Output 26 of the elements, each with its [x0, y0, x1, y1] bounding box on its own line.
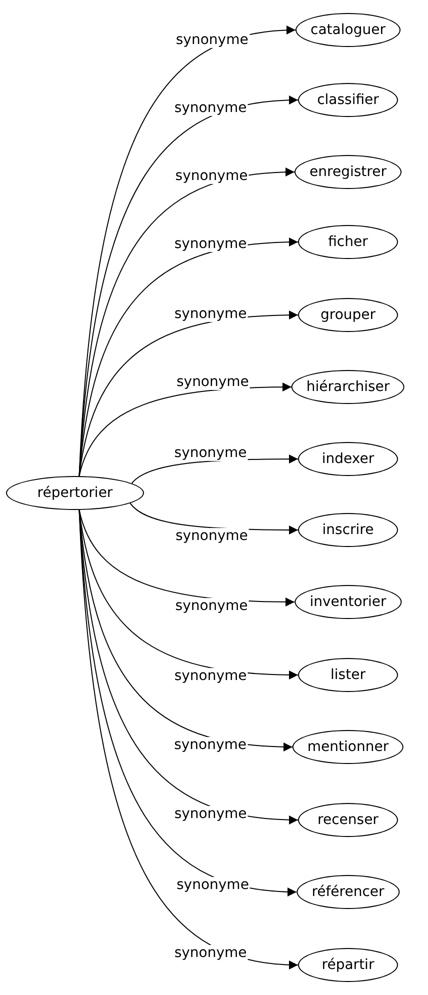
arrow — [78, 509, 297, 896]
edge-label: synonyme — [173, 668, 248, 684]
word-ellipse: inventorier — [294, 585, 402, 619]
edge-label: synonyme — [173, 737, 248, 754]
word-ellipse: hiérarchiser — [291, 370, 405, 404]
word-ellipse: cataloguer — [296, 13, 400, 47]
word-ellipse: recenser — [298, 803, 398, 837]
word-ellipse: référencer — [296, 875, 400, 909]
word-ellipse: classifier — [298, 83, 398, 117]
edge-label: synonyme — [176, 876, 250, 893]
word-ellipse: lister — [298, 658, 398, 692]
word-ellipse: répertorier — [6, 476, 144, 510]
arrow — [78, 509, 298, 969]
word-ellipse: enregistrer — [294, 155, 402, 189]
word-ellipse: répartir — [298, 948, 398, 982]
edge-label: synonyme — [174, 32, 250, 48]
word-ellipse: indexer — [298, 442, 398, 476]
edge-label: synonyme — [173, 806, 248, 822]
edge-label: synonyme — [174, 598, 249, 614]
word-ellipse: grouper — [298, 298, 398, 332]
arrow — [78, 26, 296, 477]
word-ellipse: mentionner — [292, 730, 404, 764]
word-ellipse: inscrire — [298, 513, 398, 547]
edge-label: synonyme — [173, 945, 248, 962]
edge-label: synonyme — [174, 528, 249, 544]
word-ellipse: ficher — [298, 225, 398, 259]
